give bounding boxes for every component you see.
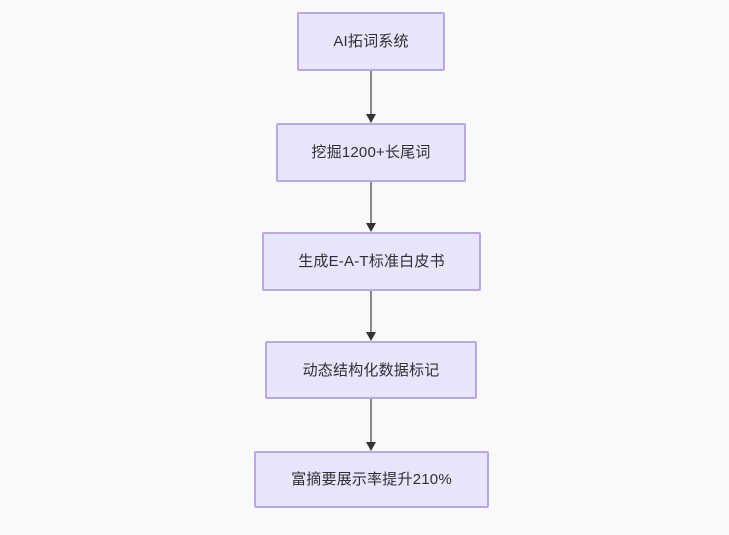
flow-node-n2[interactable]: 挖掘1200+长尾词 bbox=[276, 123, 466, 182]
flow-node-label: 动态结构化数据标记 bbox=[302, 361, 440, 379]
edge-line bbox=[370, 399, 372, 442]
flow-node-n4[interactable]: 动态结构化数据标记 bbox=[265, 341, 477, 399]
flow-node-label: AI拓词系统 bbox=[333, 33, 409, 50]
arrowhead-icon bbox=[366, 114, 376, 123]
arrowhead-icon bbox=[366, 332, 376, 341]
edge-line bbox=[370, 291, 372, 332]
arrowhead-icon bbox=[366, 223, 376, 232]
arrowhead-icon bbox=[366, 442, 376, 451]
flow-node-label: 挖掘1200+长尾词 bbox=[311, 144, 431, 161]
flow-node-n3[interactable]: 生成E-A-T标准白皮书 bbox=[262, 232, 481, 291]
flow-node-label: 生成E-A-T标准白皮书 bbox=[298, 253, 445, 270]
edge-line bbox=[370, 71, 372, 114]
flow-node-n5[interactable]: 富摘要展示率提升210% bbox=[254, 451, 489, 508]
flow-node-label: 富摘要展示率提升210% bbox=[291, 471, 452, 488]
flow-node-n1[interactable]: AI拓词系统 bbox=[297, 12, 445, 71]
edge-line bbox=[370, 182, 372, 223]
